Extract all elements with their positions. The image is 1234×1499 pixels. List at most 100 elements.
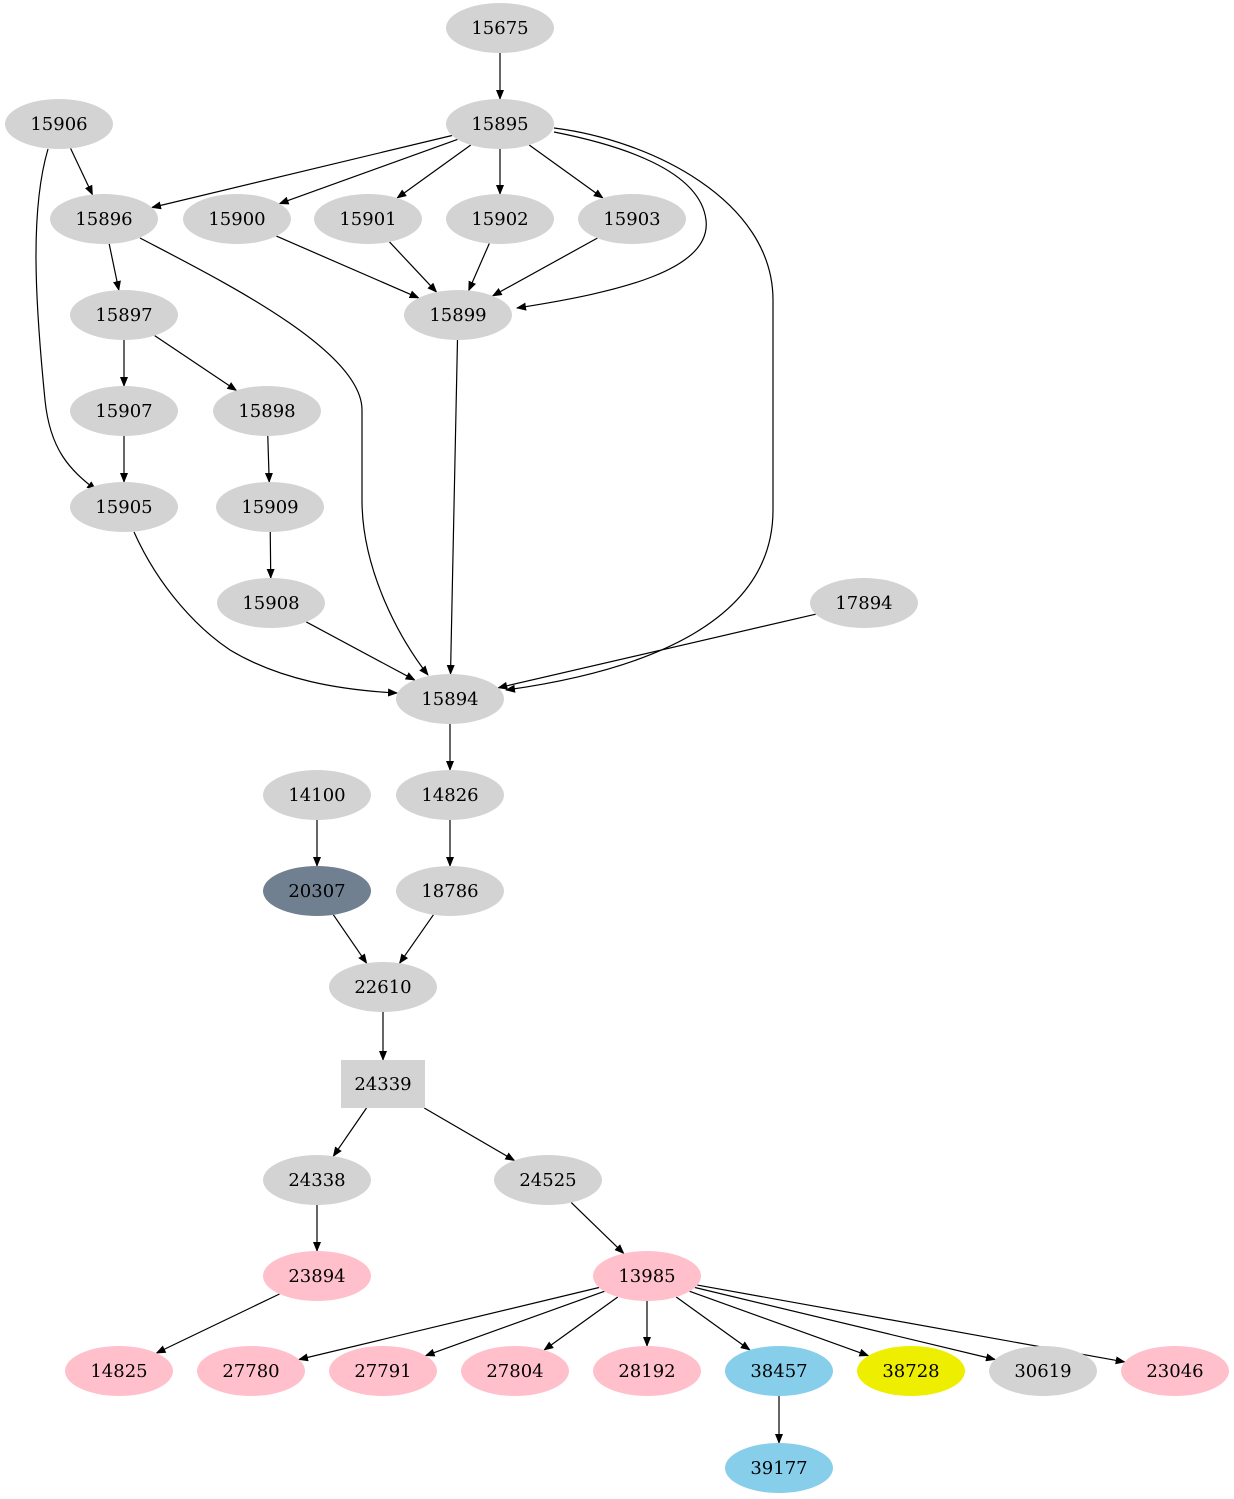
node-15897[interactable]: 15897: [70, 290, 178, 340]
node-label: 15907: [95, 401, 152, 422]
edge-15895-15896: [150, 134, 453, 210]
node-label: 23046: [1146, 1361, 1203, 1382]
edge-20307-22610: [332, 914, 368, 965]
node-shape: [989, 1346, 1097, 1396]
nodes-layer: 15675 15906 15895 15896 15900 15901 15902 15903…: [5, 3, 1229, 1493]
node-39177[interactable]: 39177: [725, 1443, 833, 1493]
node-shape: [217, 578, 325, 628]
node-15896[interactable]: 15896: [50, 194, 158, 244]
node-15908[interactable]: 15908: [217, 578, 325, 628]
edge-15895-15899: [516, 131, 707, 311]
node-label: 24339: [354, 1074, 411, 1095]
node-13985[interactable]: 13985: [593, 1251, 701, 1301]
node-label: 15675: [471, 18, 528, 39]
node-shape: [593, 1251, 701, 1301]
node-22610[interactable]: 22610: [329, 962, 437, 1012]
node-15899[interactable]: 15899: [404, 290, 512, 340]
node-shape: [461, 1346, 569, 1396]
node-15895[interactable]: 15895: [446, 99, 554, 149]
node-15903[interactable]: 15903: [578, 194, 686, 244]
node-label: 14825: [90, 1361, 147, 1382]
node-shape: [396, 770, 504, 820]
edge-13985-38728: [689, 1290, 870, 1357]
node-23046[interactable]: 23046: [1121, 1346, 1229, 1396]
node-14826[interactable]: 14826: [396, 770, 504, 820]
node-shape: [725, 1443, 833, 1493]
node-label: 27780: [222, 1361, 279, 1382]
node-15907[interactable]: 15907: [70, 386, 178, 436]
node-15901[interactable]: 15901: [314, 194, 422, 244]
node-15898[interactable]: 15898: [213, 386, 321, 436]
edge-15900-15899: [276, 235, 420, 299]
node-15906[interactable]: 15906: [5, 99, 113, 149]
edge-17894-15894: [497, 613, 816, 690]
node-label: 15900: [208, 209, 265, 230]
node-shape: [1121, 1346, 1229, 1396]
node-15900[interactable]: 15900: [183, 194, 291, 244]
node-17894[interactable]: 17894: [810, 578, 918, 628]
node-label: 15894: [421, 689, 478, 710]
node-label: 18786: [421, 881, 478, 902]
node-label: 38457: [750, 1361, 807, 1382]
node-shape: [578, 194, 686, 244]
node-23894[interactable]: 23894: [263, 1251, 371, 1301]
node-15905[interactable]: 15905: [70, 482, 178, 532]
node-27780[interactable]: 27780: [197, 1346, 305, 1396]
node-27804[interactable]: 27804: [461, 1346, 569, 1396]
node-label: 15897: [95, 305, 152, 326]
node-label: 20307: [288, 881, 345, 902]
edge-13985-38457: [675, 1296, 751, 1351]
node-15909[interactable]: 15909: [216, 482, 324, 532]
node-label: 39177: [750, 1458, 807, 1479]
node-shape: [857, 1346, 965, 1396]
node-24338[interactable]: 24338: [263, 1155, 371, 1205]
node-label: 15906: [30, 114, 87, 135]
edge-15908-15894: [306, 621, 416, 681]
node-14825[interactable]: 14825: [65, 1346, 173, 1396]
edge-13985-27791: [424, 1290, 605, 1357]
node-24339[interactable]: 24339: [341, 1060, 425, 1108]
node-15675[interactable]: 15675: [446, 3, 554, 53]
edge-23894-14825: [155, 1293, 280, 1354]
edge-15895-15900: [278, 138, 458, 205]
node-label: 28192: [618, 1361, 675, 1382]
edge-24339-24338: [332, 1107, 367, 1158]
node-18786[interactable]: 18786: [396, 866, 504, 916]
node-38457[interactable]: 38457: [725, 1346, 833, 1396]
node-15894[interactable]: 15894: [396, 674, 504, 724]
node-shape: [183, 194, 291, 244]
node-shape: [446, 99, 554, 149]
node-20307[interactable]: 20307: [263, 866, 371, 916]
node-shape: [446, 3, 554, 53]
edge-15902-15899: [468, 243, 490, 292]
edge-15895-15894: [505, 127, 774, 693]
node-label: 24525: [519, 1170, 576, 1191]
node-shape: [404, 290, 512, 340]
node-24525[interactable]: 24525: [494, 1155, 602, 1205]
node-27791[interactable]: 27791: [329, 1346, 437, 1396]
node-shape: [314, 194, 422, 244]
node-shape: [50, 194, 158, 244]
edge-15905-15894: [133, 531, 398, 697]
edge-15906-15896: [70, 148, 93, 196]
node-shape: [810, 578, 918, 628]
node-28192[interactable]: 28192: [593, 1346, 701, 1396]
node-38728[interactable]: 38728: [857, 1346, 965, 1396]
node-shape: [197, 1346, 305, 1396]
node-15902[interactable]: 15902: [446, 194, 554, 244]
node-shape: [5, 99, 113, 149]
node-14100[interactable]: 14100: [263, 770, 371, 820]
node-30619[interactable]: 30619: [989, 1346, 1097, 1396]
edge-18786-22610: [399, 914, 434, 965]
node-shape: [446, 194, 554, 244]
node-label: 27804: [486, 1361, 543, 1382]
node-shape: [341, 1060, 425, 1108]
edge-15898-15909: [264, 435, 273, 484]
edge-15896-15894: [139, 237, 429, 676]
node-label: 15903: [603, 209, 660, 230]
edge-24339-24525: [423, 1107, 516, 1161]
node-shape: [494, 1155, 602, 1205]
node-label: 17894: [835, 593, 892, 614]
edge-13985-27780: [297, 1286, 600, 1362]
